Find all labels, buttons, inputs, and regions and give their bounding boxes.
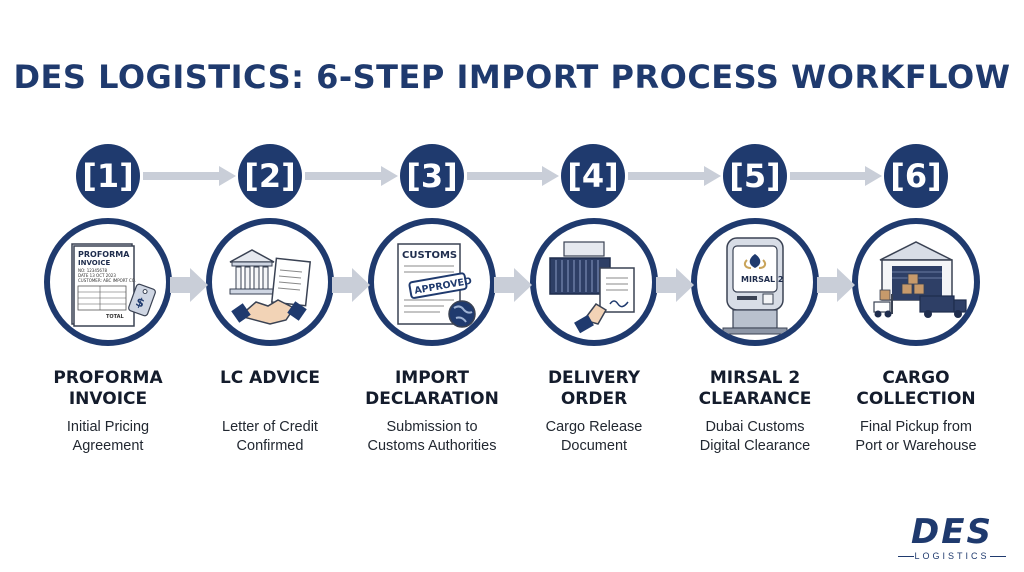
logo-line-right [990,556,1006,557]
page-title: DES LOGISTICS: 6-STEP IMPORT PROCESS WOR… [13,58,1011,96]
warehouse-truck-icon [873,241,967,318]
kiosk-icon: MIRSAL 2 [722,237,788,335]
invoice-doc-title: PROFORMA [78,250,130,259]
invoice-doc-total: TOTAL [106,314,125,320]
step-3-circle: CUSTOMS APPROVED [368,218,496,346]
mid-arrow-5 [817,268,855,302]
invoice-doc-title2: INVOICE [78,259,110,267]
step-6-circle [852,218,980,346]
step-4-badge: [4] [561,144,625,208]
logo-line-left [898,556,914,557]
step-3-badge: [3] [400,144,464,208]
step-1-circle: PROFORMA INVOICE NO: 12345678 DATE 13 OC… [44,218,172,346]
bank-handshake-icon [229,249,312,325]
step-2-title: LC ADVICE [219,368,321,388]
step-2-circle [206,218,334,346]
top-arrow-5 [790,166,882,186]
step-5-circle: MIRSAL 2 [691,218,819,346]
invoice-doc-no: NO: 12345678 [78,268,108,273]
mid-arrow-3 [494,268,532,302]
step-1-badge: [1] [76,144,140,208]
container-document-icon [549,241,635,334]
customs-doc-title: CUSTOMS [402,250,457,261]
invoice-doc-date: DATE 13 OCT 2023 [78,273,116,278]
logo-sub-text: LOGISTICS [914,551,990,561]
top-arrow-3 [467,166,559,186]
invoice-doc-customer: CUSTOMER: ABC IMPORT CO. [78,278,136,283]
kiosk-screen-text: MIRSAL 2 [741,275,784,284]
top-arrow-4 [628,166,721,186]
top-arrow-1 [143,166,236,186]
proforma-invoice-icon: PROFORMA INVOICE NO: 12345678 DATE 13 OC… [71,243,156,327]
top-arrow-2 [305,166,398,186]
customs-approved-icon: CUSTOMS APPROVED [397,243,476,328]
step-4-circle [530,218,658,346]
mid-arrow-1 [170,268,208,302]
des-logo: DES LOGISTICS [896,514,1008,564]
step-2-badge: [2] [238,144,302,208]
step-5-badge: [5] [723,144,787,208]
step-6-badge: [6] [884,144,948,208]
logo-main-text: DES [911,512,993,552]
mid-arrow-2 [332,268,370,302]
mid-arrow-4 [656,268,694,302]
